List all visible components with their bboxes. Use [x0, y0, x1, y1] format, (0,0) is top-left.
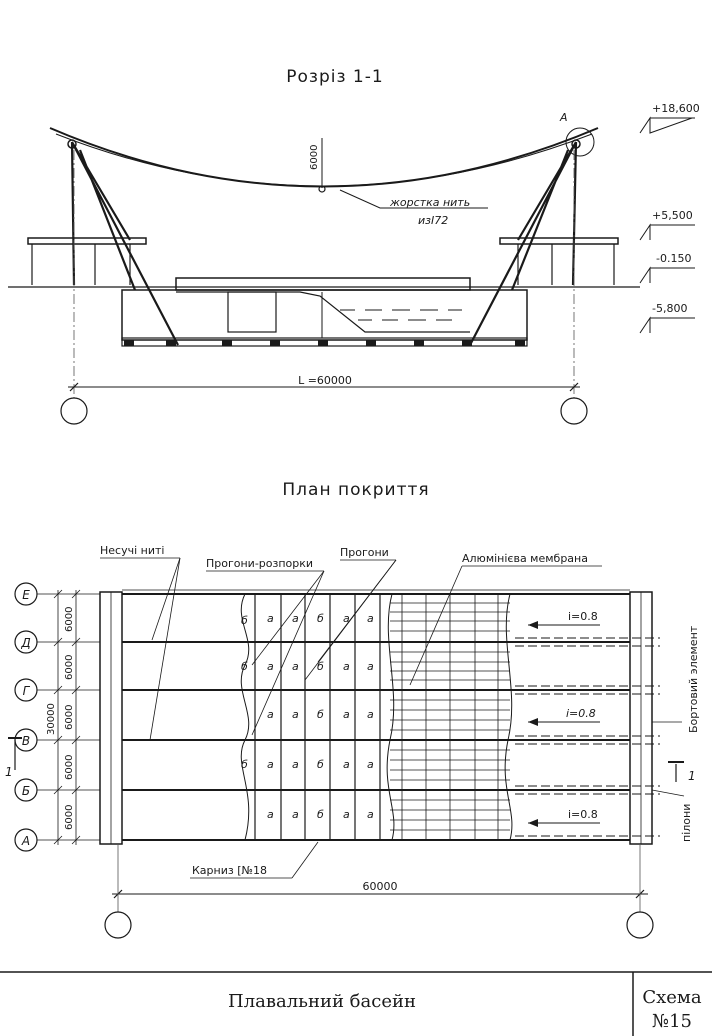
plan-axes: Е Д Г В Б А 6000 6: [14, 582, 100, 852]
roof-cable: [49, 127, 599, 188]
cable-label: жорстка нить: [389, 196, 470, 209]
level-mark: -5,800: [652, 302, 687, 315]
spacing-dim: 6000: [64, 705, 75, 730]
plan-cables: [122, 589, 630, 841]
panel-letter: б: [317, 660, 324, 673]
label-struts: Прогони-розпорки: [206, 557, 313, 570]
panel-letter: а: [292, 660, 299, 673]
label-cables: Несучі нитi: [100, 544, 164, 557]
section-view: Розріз 1-1 А 6000 жорстка нить изⅠ72: [8, 67, 700, 425]
panel-letter: б: [317, 612, 324, 625]
right-canopy: [499, 237, 619, 285]
drawing-name: Плавальний басейн: [228, 991, 416, 1012]
panel-letter: а: [367, 660, 374, 673]
axis-label: Б: [22, 784, 30, 798]
panel-letter: а: [367, 612, 374, 625]
axis-label: Д: [20, 636, 30, 650]
panel-letter: а: [292, 708, 299, 721]
spacing-dim: 6000: [64, 655, 75, 680]
label-eave: Карниз [№18: [192, 864, 267, 877]
axis-label: Е: [22, 588, 30, 602]
title-block: Плавальний басейн Схема №15: [0, 971, 712, 1036]
purlin-zone: [240, 593, 381, 841]
scheme-label: Схема: [642, 987, 702, 1008]
label-leaders: [149, 557, 463, 741]
panel-letter: а: [343, 612, 350, 625]
section-axes: L =60000: [60, 150, 588, 425]
panel-letter: а: [292, 758, 299, 771]
spacing-dim: 6000: [64, 607, 75, 632]
profile-label: изⅠ72: [418, 214, 448, 227]
label-purlins: Прогони: [340, 546, 389, 559]
level-mark: +5,500: [652, 209, 693, 222]
panel-letter: б: [317, 758, 324, 771]
span-dim: L =60000: [298, 374, 352, 387]
total-length-dim: 60000: [363, 880, 398, 893]
panel-letter: а: [343, 758, 350, 771]
total-height-dim: 30000: [46, 703, 57, 735]
section-mark: 1: [688, 769, 696, 783]
edge-beams: [99, 591, 653, 845]
scheme-number: №15: [652, 1011, 692, 1032]
section-marks: 1 1: [5, 737, 696, 783]
slopes: i=0.8 i=0.8 i=0.8: [528, 610, 600, 827]
plan-title: План покриття: [282, 480, 429, 500]
panel-letter: а: [267, 612, 274, 625]
section-mark: 1: [5, 765, 13, 779]
panel-letter: а: [343, 808, 350, 821]
slope-label: i=0.8: [568, 610, 598, 623]
panel-letter: а: [367, 708, 374, 721]
sag-dim: 6000: [309, 145, 320, 170]
panel-letter: б: [241, 660, 248, 673]
panel-letter: б: [241, 614, 248, 627]
panel-letter: а: [343, 660, 350, 673]
right-anchor-frame: А: [469, 111, 595, 346]
panel-letter: а: [343, 708, 350, 721]
panel-letter: а: [292, 808, 299, 821]
spacing-dim: 6000: [64, 755, 75, 780]
axis-label: А: [21, 834, 30, 848]
panel-letter: а: [267, 758, 274, 771]
plan-bottom-dims: 60000: [104, 845, 654, 939]
panel-letter: а: [267, 708, 274, 721]
panel-letter: б: [317, 708, 324, 721]
panel-letter: б: [317, 808, 324, 821]
axis-label: В: [22, 734, 30, 748]
panel-letter: а: [292, 612, 299, 625]
panel-letter: а: [267, 808, 274, 821]
pool-basin: [121, 277, 528, 347]
panel-letter: а: [367, 758, 374, 771]
panel-letter: б: [241, 758, 248, 771]
label-edge: Бортовий элемент: [687, 625, 700, 733]
label-membrane: Алюмінієва мембрана: [462, 552, 588, 565]
axis-label: Г: [23, 684, 31, 698]
label-pylon: пілони: [680, 804, 693, 842]
section-title: Розріз 1-1: [286, 67, 383, 87]
level-mark: -0.150: [656, 252, 691, 265]
spacing-dim: 6000: [64, 805, 75, 830]
panel-letter: а: [367, 808, 374, 821]
left-anchor-frame: [67, 139, 179, 346]
panel-letters: б а а б а а б а а б а а а а б а а б а а …: [241, 612, 374, 821]
left-canopy: [27, 237, 147, 285]
panel-letter: а: [267, 660, 274, 673]
cable-leader: [339, 189, 488, 209]
plan-view: План покриття Несучі нитi Прогони-розпор…: [5, 480, 700, 939]
gutter-lines: [515, 637, 660, 837]
level-marks: +18,600 +5,500 -0.150 -5,800: [639, 102, 700, 334]
slope-label: i=0.8: [566, 707, 596, 720]
level-mark: +18,600: [652, 102, 700, 115]
detail-mark: А: [559, 111, 568, 124]
slope-label: i=0.8: [568, 808, 598, 821]
membrane-grid: [386, 593, 513, 841]
